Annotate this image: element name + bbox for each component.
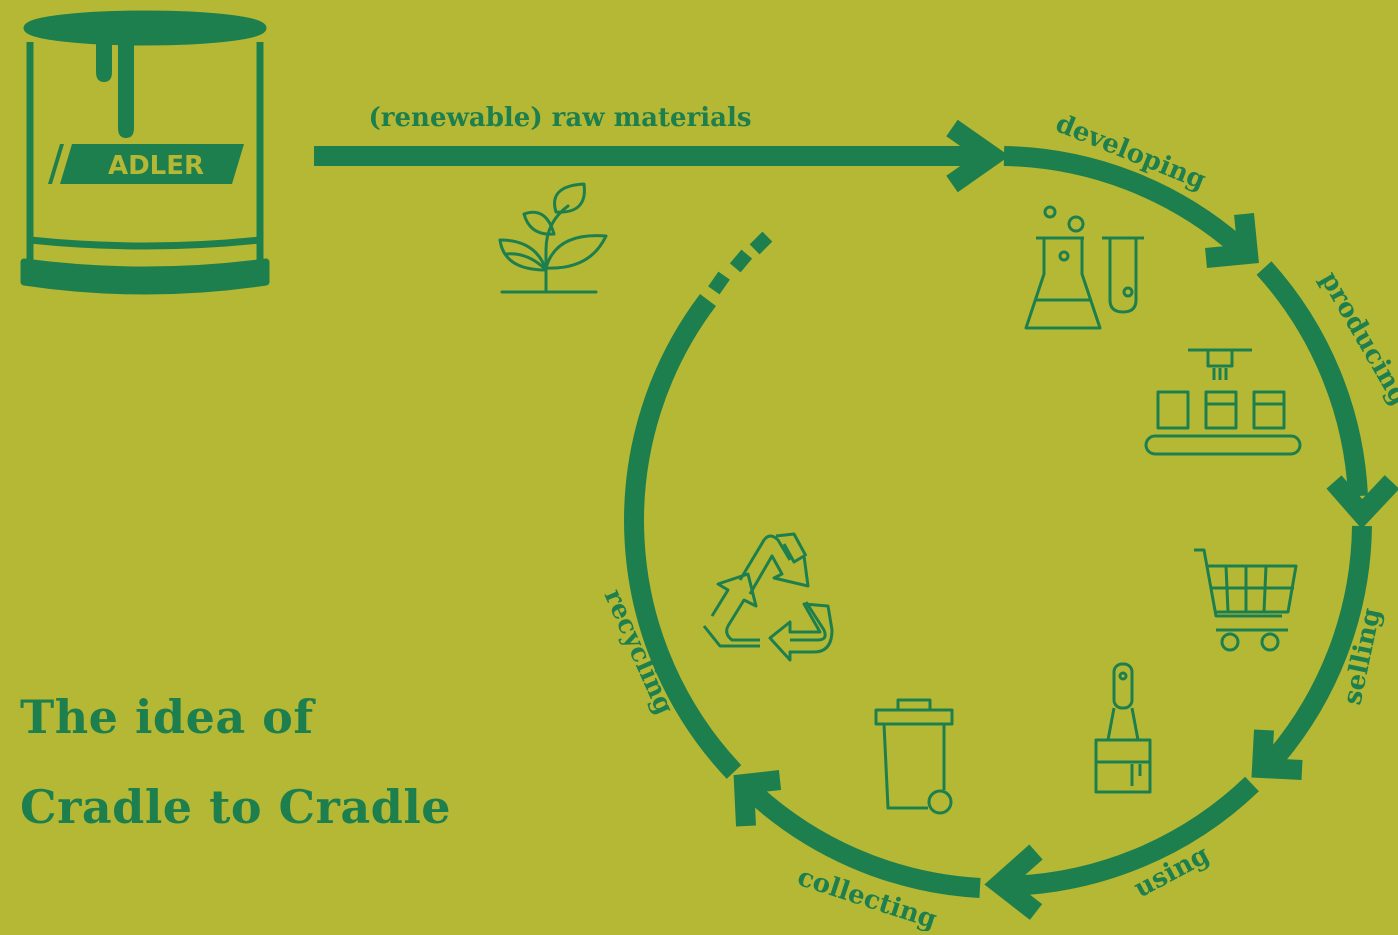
cycle-dashes [708,231,773,295]
trash-bin-icon [874,698,954,815]
title-line-1: The idea of [20,690,314,744]
conveyor-production-icon [1144,348,1302,456]
paint-brush-icon [1094,662,1152,794]
paint-can-icon [20,10,270,295]
lab-flask-icon [1024,205,1144,330]
raw-materials-label: (renewable) raw materials [369,103,752,133]
plant-sprout-icon [498,182,608,294]
cycle-arrowheads [733,213,1398,920]
recycle-icon [702,532,834,662]
title-line-2: Cradle to Cradle [20,780,452,834]
cycle-ring [624,146,1372,898]
raw-materials-arrow [314,119,1010,193]
shopping-cart-icon [1194,548,1298,652]
logo-brand-text: ADLER [108,151,204,181]
